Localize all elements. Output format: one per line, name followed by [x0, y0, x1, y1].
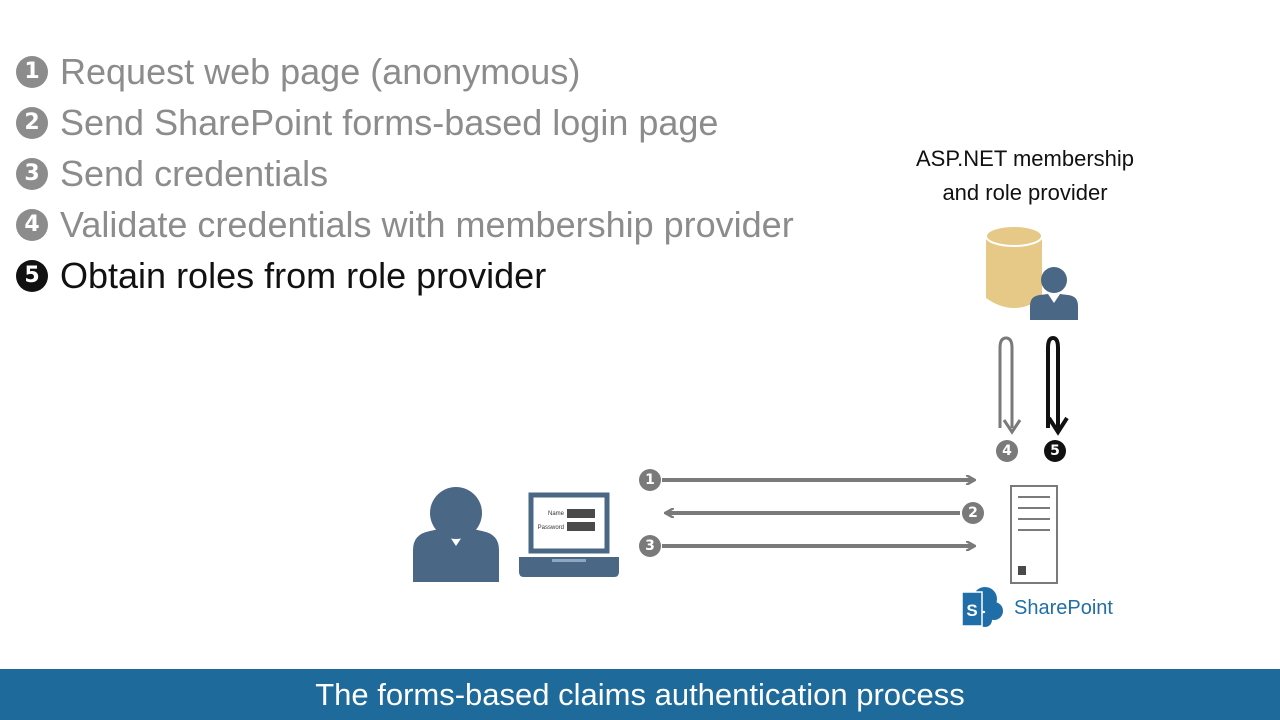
step-5: 5 Obtain roles from role provider — [16, 250, 794, 301]
flow-badge-4: 4 — [996, 440, 1018, 462]
step-1-number: 1 — [16, 55, 48, 88]
footer-banner: The forms-based claims authentication pr… — [0, 669, 1280, 720]
flow-badge-5: 5 — [1044, 440, 1066, 462]
sharepoint-label: SharePoint — [1014, 597, 1113, 619]
server-icon — [1010, 485, 1058, 584]
step-1: 1 Request web page (anonymous) — [16, 46, 794, 97]
sharepoint-logo-icon: S — [961, 587, 1003, 627]
step-5-text: Obtain roles from role provider — [60, 254, 547, 296]
step-2-number: 2 — [16, 106, 48, 139]
arrow-5-roles — [1046, 335, 1060, 428]
step-5-number: 5 — [16, 259, 48, 292]
provider-label-line-1: ASP.NET membership — [915, 146, 1135, 171]
login-password-field — [567, 522, 595, 531]
step-4-text: Validate credentials with membership pro… — [60, 203, 794, 245]
provider-label: ASP.NET membership and role provider — [880, 142, 1170, 210]
provider-label-line-2: and role provider — [942, 180, 1108, 205]
step-list: 1 Request web page (anonymous) 2 Send Sh… — [16, 46, 794, 301]
step-1-text: Request web page (anonymous) — [60, 50, 581, 92]
laptop-icon: Name Password — [519, 492, 619, 577]
step-3: 3 Send credentials — [16, 148, 794, 199]
user-icon — [413, 487, 499, 582]
step-2-text: Send SharePoint forms-based login page — [60, 101, 719, 143]
database-icon — [985, 225, 1043, 308]
step-4: 4 Validate credentials with membership p… — [16, 199, 794, 250]
step-3-number: 3 — [16, 157, 48, 190]
flow-badge-3: 3 — [639, 535, 661, 557]
sharepoint-logo-letter: S — [966, 601, 977, 620]
step-3-text: Send credentials — [60, 152, 329, 194]
role-user-icon — [1030, 267, 1078, 320]
arrow-4-validate — [998, 336, 1014, 428]
flow-badge-2: 2 — [962, 502, 984, 524]
login-name-label: Name — [548, 511, 565, 517]
step-4-number: 4 — [16, 208, 48, 241]
footer-title: The forms-based claims authentication pr… — [315, 676, 965, 712]
login-password-label: Password — [538, 525, 564, 531]
step-2: 2 Send SharePoint forms-based login page — [16, 97, 794, 148]
flow-badge-1: 1 — [639, 469, 661, 491]
login-name-field — [567, 509, 595, 518]
